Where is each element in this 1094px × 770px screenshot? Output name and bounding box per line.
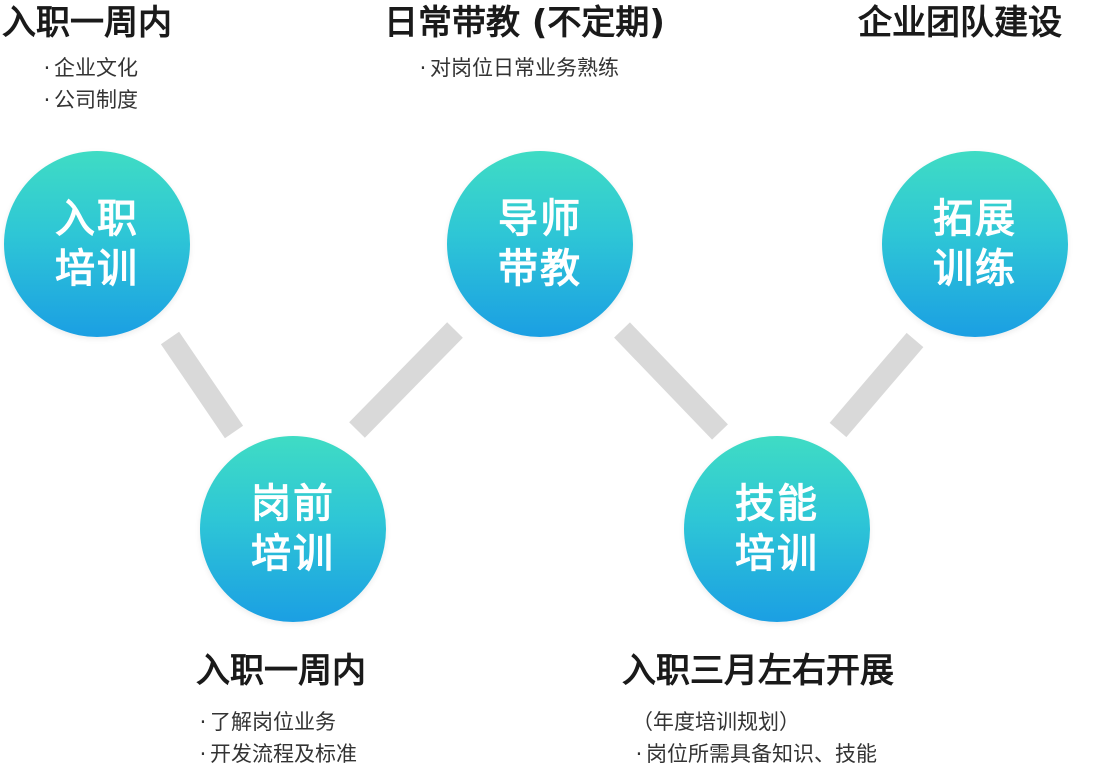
- circle-pre-job-training: 岗前 培训: [200, 436, 386, 622]
- circle-label-line2: 带教: [498, 246, 582, 292]
- circle-label-line2: 培训: [251, 531, 335, 577]
- connector-prejob-to-mentoring: [349, 322, 463, 438]
- circle-label-line2: 培训: [55, 246, 139, 292]
- top-right-heading: 企业团队建设: [858, 3, 1062, 43]
- circle-mentoring: 导师 带教: [447, 151, 633, 337]
- circle-label-line1: 技能: [735, 481, 819, 527]
- circle-label-line1: 导师: [498, 196, 582, 242]
- bottom-right-bullets: ·岗位所需具备知识、技能: [632, 738, 877, 770]
- connector-mentoring-to-skills: [614, 322, 728, 440]
- list-item: ·岗位所需具备知识、技能: [635, 742, 877, 766]
- list-item: ·企业文化: [43, 56, 138, 80]
- list-item: ·了解岗位业务: [199, 710, 336, 734]
- circle-label-line1: 拓展: [933, 196, 1017, 242]
- connector-skills-to-teambuilding: [829, 332, 924, 438]
- bottom-left-heading: 入职一周内: [196, 651, 366, 691]
- bottom-right-heading: 入职三月左右开展: [622, 651, 894, 691]
- top-middle-bullets: ·对岗位日常业务熟练: [416, 52, 619, 84]
- top-left-heading: 入职一周内: [2, 3, 172, 43]
- circle-label-line2: 培训: [735, 531, 819, 577]
- annual-plan-note: （年度培训规划）: [632, 710, 800, 734]
- top-middle-heading: 日常带教 (不定期): [384, 3, 665, 43]
- top-left-bullets: ·企业文化 ·公司制度: [40, 52, 138, 116]
- connector-induction-to-prejob: [160, 331, 244, 439]
- list-item: ·公司制度: [43, 88, 138, 112]
- circle-team-building: 拓展 训练: [882, 151, 1068, 337]
- list-item: ·开发流程及标准: [199, 742, 357, 766]
- circle-induction-training: 入职 培训: [4, 151, 190, 337]
- list-item: ·对岗位日常业务熟练: [419, 56, 619, 80]
- circle-skills-training: 技能 培训: [684, 436, 870, 622]
- circle-label-line1: 岗前: [251, 481, 335, 527]
- circle-label-line1: 入职: [55, 196, 139, 242]
- bottom-left-bullets: ·了解岗位业务 ·开发流程及标准: [196, 706, 357, 770]
- circle-label-line2: 训练: [933, 246, 1017, 292]
